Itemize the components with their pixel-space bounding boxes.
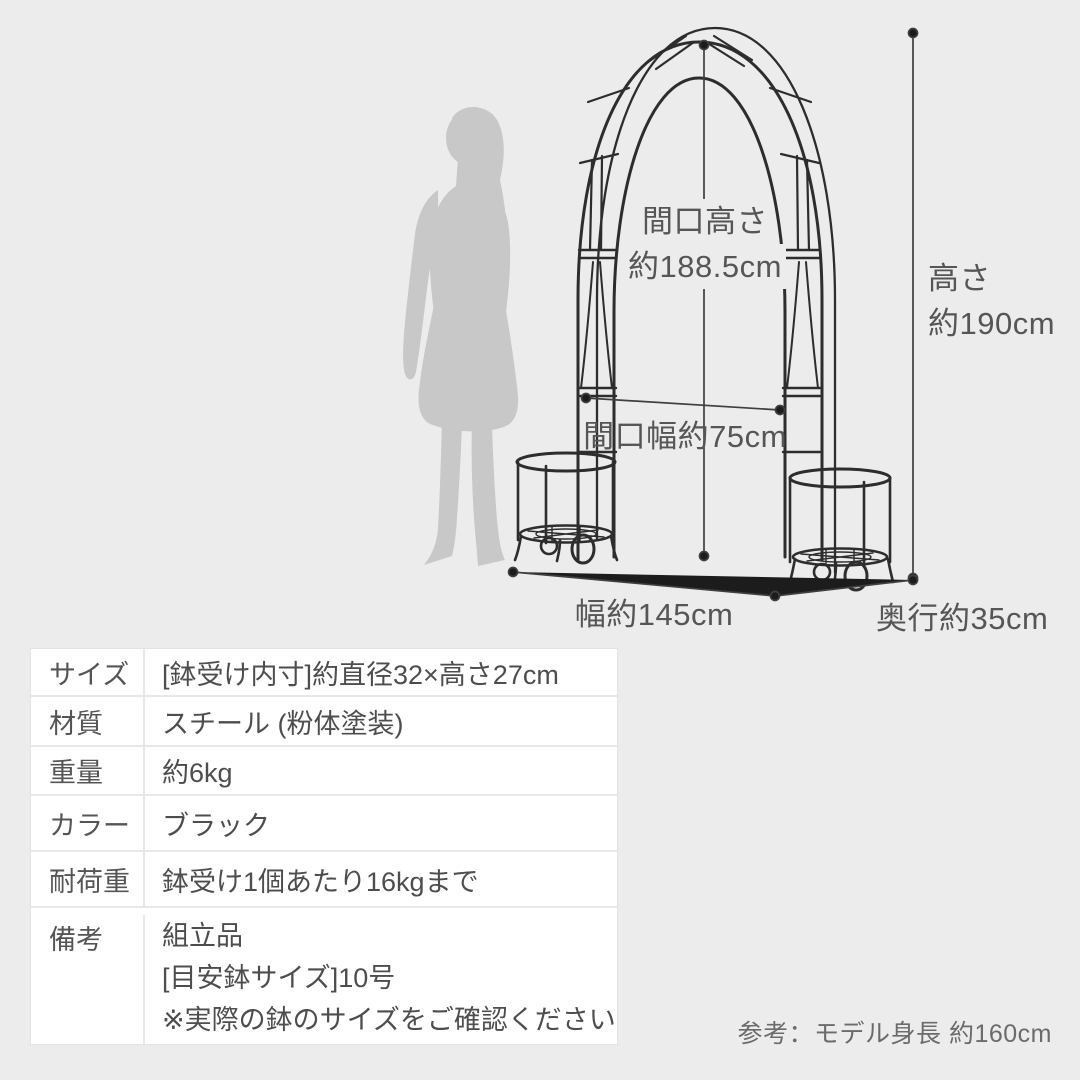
spec-row-notes: 備考 組立品 [目安鉢サイズ]10号 ※実際の鉢のサイズをご確認ください [31,906,617,1044]
spec-row-material: 材質 スチール (粉体塗装) [31,695,617,745]
dimension-total-height-line1: 高さ [928,261,991,296]
spec-notes-line3: ※実際の鉢のサイズをご確認ください [162,1005,616,1035]
spec-value-color: ブラック [143,796,617,850]
spec-row-color: カラー ブラック [31,794,617,850]
arch-apex-rungs [646,34,754,71]
spec-value-weight: 約6kg [143,747,617,794]
planter-stand-left [513,451,619,565]
spec-row-size: サイズ [鉢受け内寸]約直径32×高さ27cm [31,649,617,695]
dimension-opening-height-line2: 約188.5cm [624,244,786,289]
spec-label-size: サイズ [49,659,130,690]
garden-arch-drawing [576,26,837,575]
dimension-total-width: 幅約145cm [574,597,734,632]
spec-value-load: 鉢受け1個あたり16kgまで [143,852,617,906]
spec-value-size: [鉢受け内寸]約直径32×高さ27cm [143,649,617,695]
spec-label-material: 材質 [49,708,103,739]
spec-label-color: カラー [49,810,130,841]
model-height-note: 参考：モデル身長 約160cm [737,1020,1052,1048]
spec-table: サイズ [鉢受け内寸]約直径32×高さ27cm 材質 スチール (粉体塗装) 重… [30,648,618,1045]
dimension-total-height-line2: 約190cm [928,306,1056,341]
planter-stand-right [788,467,895,592]
dimension-opening-height-line1: 間口高さ [638,199,772,244]
spec-notes-line2: [目安鉢サイズ]10号 [162,963,396,993]
arch-side-rungs [578,86,821,252]
arch-leg-ornaments [580,261,819,389]
dimension-opening-height: 間口高さ 約188.5cm [575,199,835,289]
spec-row-weight: 重量 約6kg [31,745,617,794]
spec-value-notes: 組立品 [目安鉢サイズ]10号 ※実際の鉢のサイズをご確認ください [143,915,617,1044]
dimension-total-height: 高さ 約190cm [928,256,1055,346]
spec-notes-line1: 組立品 [162,921,243,951]
spec-label-notes: 備考 [49,925,103,955]
spec-label-weight: 重量 [49,758,103,788]
spec-value-material: スチール (粉体塗装) [143,697,617,745]
model-silhouette-icon [403,106,519,566]
dimension-opening-width: 間口幅約75cm [583,419,787,454]
dimension-depth: 奥行約35cm [876,601,1049,636]
spec-label-load: 耐荷重 [49,866,130,897]
spec-row-load: 耐荷重 鉢受け1個あたり16kgまで [31,850,617,906]
dimension-lines [507,27,919,602]
